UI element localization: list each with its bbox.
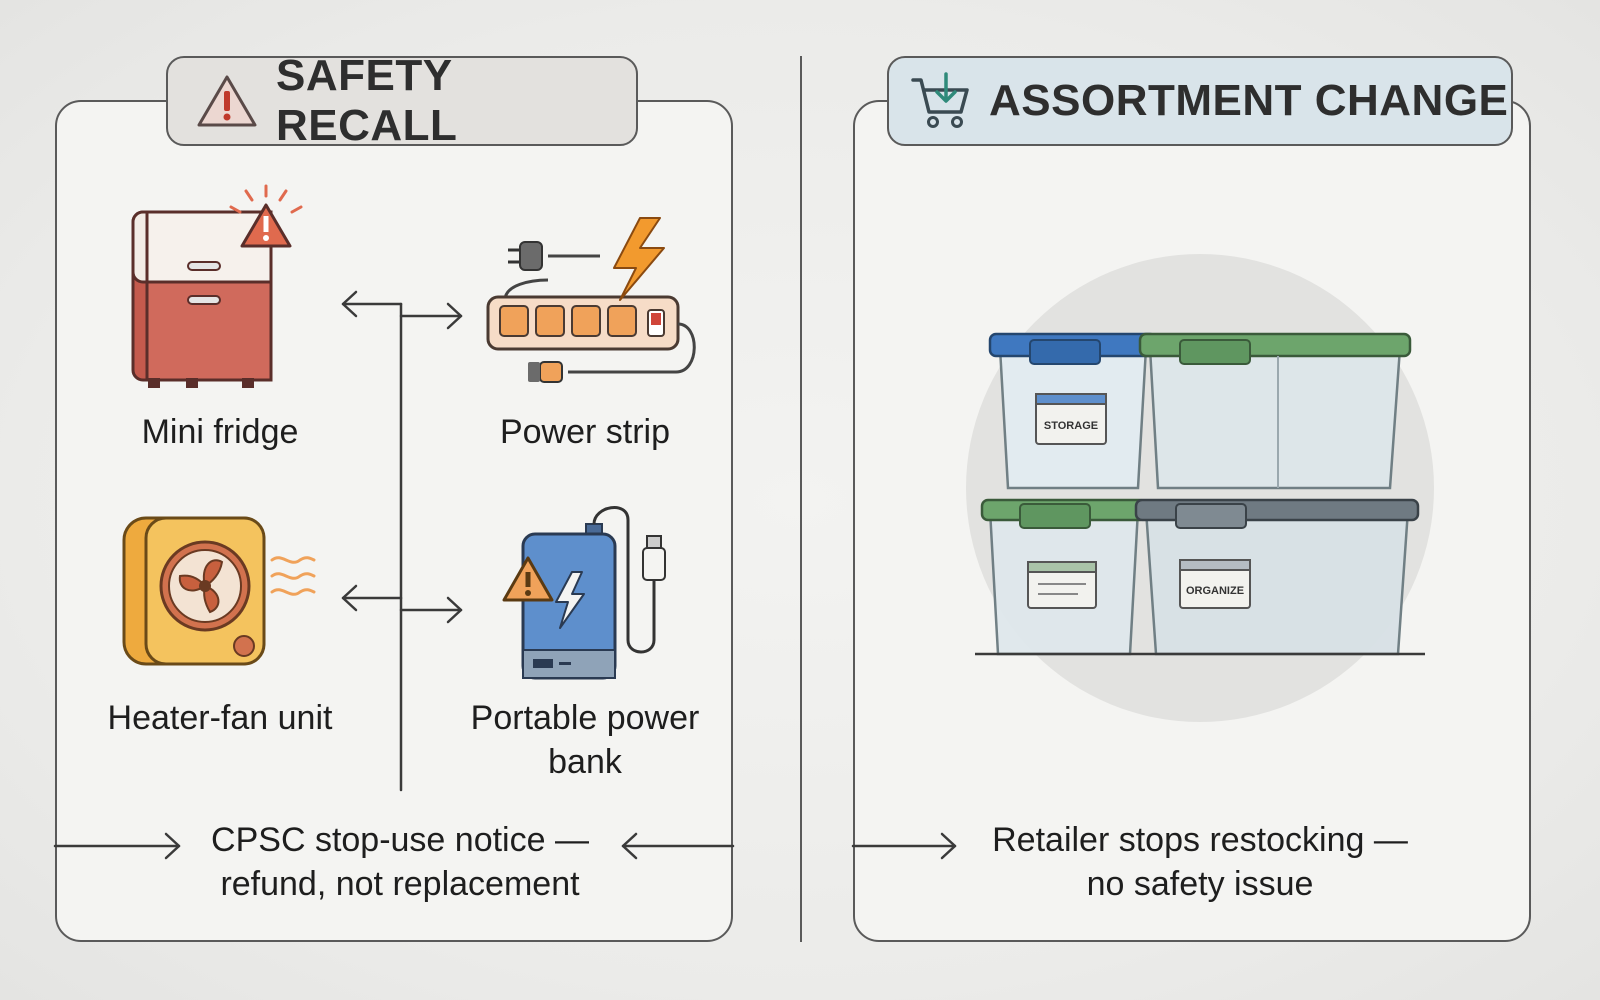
mini-fridge-label: Mini fridge <box>141 413 299 451</box>
safety-recall-title: SAFETY RECALL <box>276 51 458 150</box>
assortment-footer: Retailer stops restocking — no safety is… <box>960 818 1440 906</box>
center-divider <box>800 56 802 942</box>
assortment-change-header: ASSORTMENT CHANGE <box>887 56 1513 146</box>
assortment-footer-line2: no safety issue <box>1086 865 1314 903</box>
safety-recall-header: SAFETY RECALL <box>166 51 638 150</box>
recall-footer: CPSC stop-use notice — refund, not repla… <box>190 818 610 906</box>
recall-footer-line2: refund, not replacement <box>220 865 580 903</box>
heater-fan-label: Heater-fan unit <box>107 699 333 737</box>
assortment-change-title: ASSORTMENT CHANGE <box>989 76 1509 125</box>
shopping-cart-icon <box>911 72 969 128</box>
safety-recall-panel <box>55 100 733 942</box>
recall-footer-line1: CPSC stop-use notice — <box>211 821 589 859</box>
power-strip-label: Power strip <box>499 413 671 451</box>
power-bank-label: Portable power bank <box>470 699 700 781</box>
assortment-footer-line1: Retailer stops restocking — <box>992 821 1408 859</box>
assortment-change-panel <box>853 100 1531 942</box>
warning-triangle-icon <box>197 75 257 127</box>
